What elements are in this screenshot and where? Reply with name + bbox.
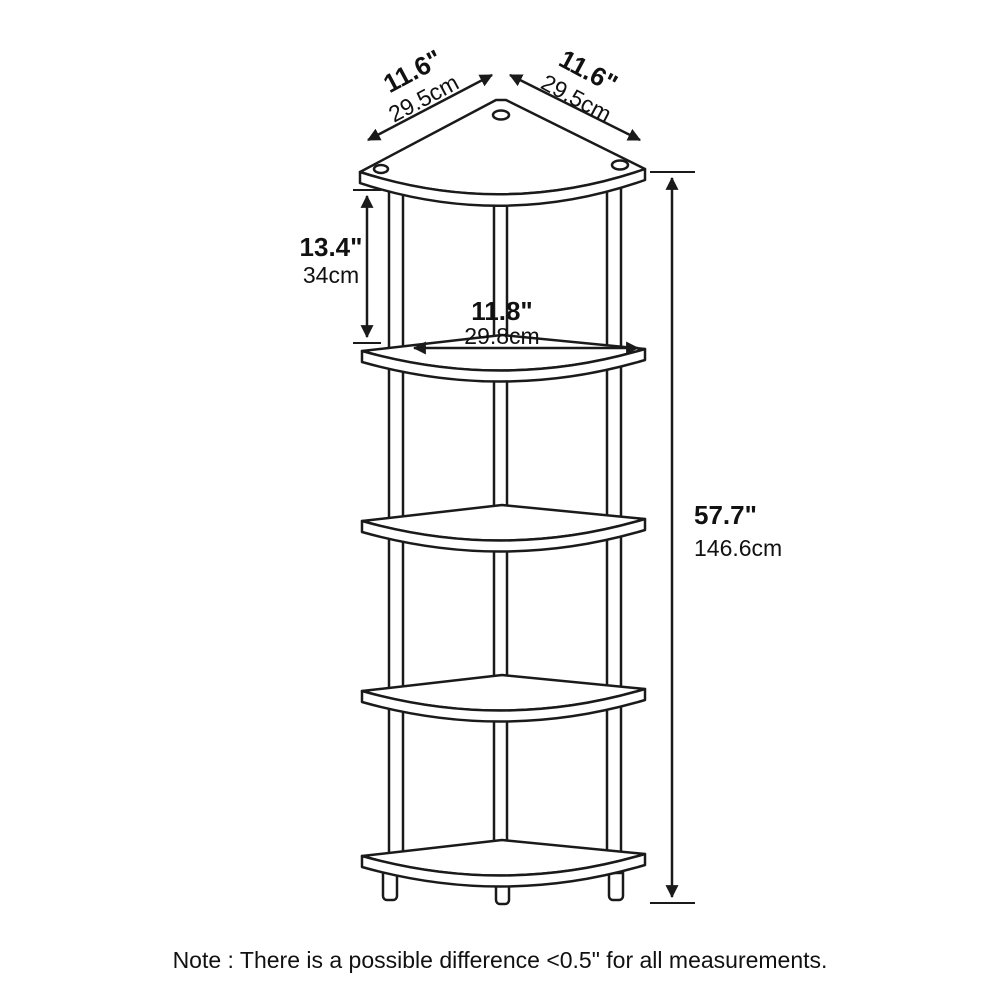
dimension-label-height-inches: 57.7" <box>694 500 757 530</box>
pole-cap-right <box>610 159 630 171</box>
dimension-label-width-inches: 11.8" <box>471 296 533 326</box>
shelf-4-front-edge <box>360 687 647 723</box>
dimension-label-gap-cm: 34cm <box>303 262 359 288</box>
dimension-shelf-width: 11.8" 29.8cm <box>412 296 640 355</box>
shelf-5-front-edge <box>360 852 647 888</box>
dimension-arrow-top-right <box>509 73 641 142</box>
shelf-3-front-edge <box>360 517 647 553</box>
shelf-2-front-edge <box>360 347 647 383</box>
dimension-total-height: 57.7" 146.6cm <box>650 171 782 904</box>
dimension-label-height-cm: 146.6cm <box>694 535 782 561</box>
dimension-label-width-cm: 29.8cm <box>464 323 539 349</box>
dimension-label-gap-inches: 13.4" <box>300 232 363 262</box>
dimension-tier-gap: 13.4" 34cm <box>300 189 381 344</box>
shelf-3 <box>360 503 647 553</box>
measurement-note: Note : There is a possible difference <0… <box>173 947 828 973</box>
shelf-5 <box>360 838 647 888</box>
pole-cap-left <box>372 163 390 175</box>
shelf-1-front-edge <box>358 167 647 207</box>
pole-cap-back <box>491 109 511 121</box>
shelf-4 <box>360 673 647 723</box>
shelf-1-top <box>358 98 647 207</box>
dimension-arrow-top-left <box>367 73 493 142</box>
